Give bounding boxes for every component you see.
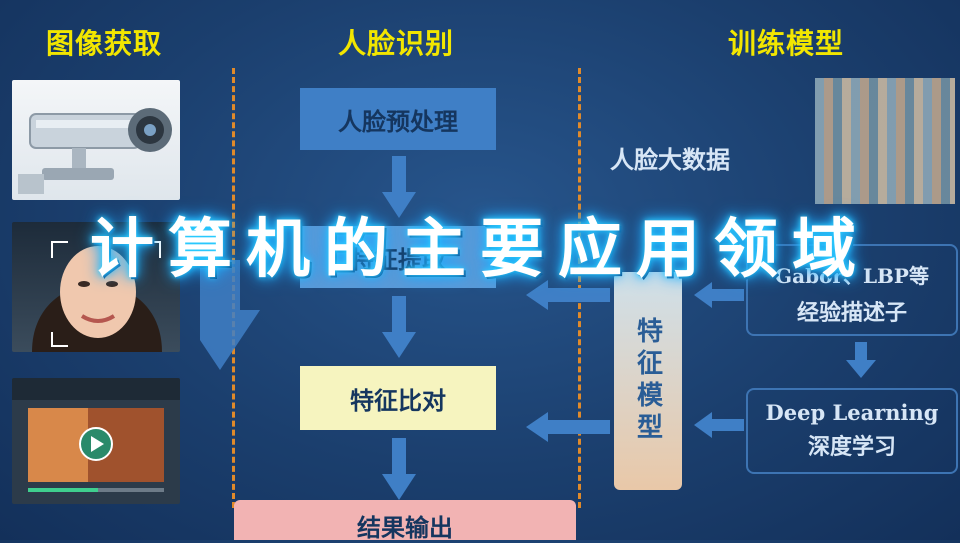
- big-data-label: 人脸大数据: [610, 146, 730, 174]
- face-thumbnail: [12, 222, 180, 352]
- acquisition-arrow-icon: [200, 260, 260, 370]
- column-title-acquisition: 图像获取: [46, 27, 163, 60]
- feature-model-label: 特征模型: [632, 317, 663, 445]
- gabor-box: Gabor、LBP等 经验描述子: [746, 244, 958, 336]
- arrow-down-icon: [382, 438, 416, 500]
- security-camera-icon: [18, 108, 172, 194]
- camera-thumbnail: [12, 80, 180, 200]
- column-title-training: 训练模型: [728, 27, 845, 60]
- output-box: 结果输出: [234, 500, 576, 542]
- arrow-down-icon: [382, 156, 416, 218]
- video-player-icon: [12, 378, 180, 492]
- deep-line1: Deep Learning: [765, 400, 939, 425]
- arrow-left-icon: [526, 280, 610, 310]
- overlay-title: 计算机的主要应用领域: [90, 213, 870, 287]
- extract-box: 特征提取: [300, 226, 496, 288]
- arrow-left-icon: [694, 412, 744, 438]
- column-title-recognition: 人脸识别: [338, 27, 455, 60]
- deep-learning-box: Deep Learning 深度学习: [746, 388, 958, 474]
- arrow-down-icon: [846, 342, 876, 378]
- gabor-line1: Gabor、LBP等: [775, 264, 929, 288]
- video-thumbnail: [12, 378, 180, 504]
- arrow-left-icon: [694, 282, 744, 308]
- deep-line2: 深度学习: [807, 435, 896, 460]
- face-dataset-mosaic: [815, 78, 955, 204]
- arrow-down-icon: [382, 296, 416, 358]
- arrow-left-icon: [526, 412, 610, 442]
- face-photo-icon: [32, 241, 162, 352]
- compare-box: 特征比对: [300, 366, 496, 430]
- preprocess-box: 人脸预处理: [300, 88, 496, 150]
- feature-model-box: 特征模型: [614, 272, 682, 490]
- gabor-line2: 经验描述子: [796, 301, 907, 326]
